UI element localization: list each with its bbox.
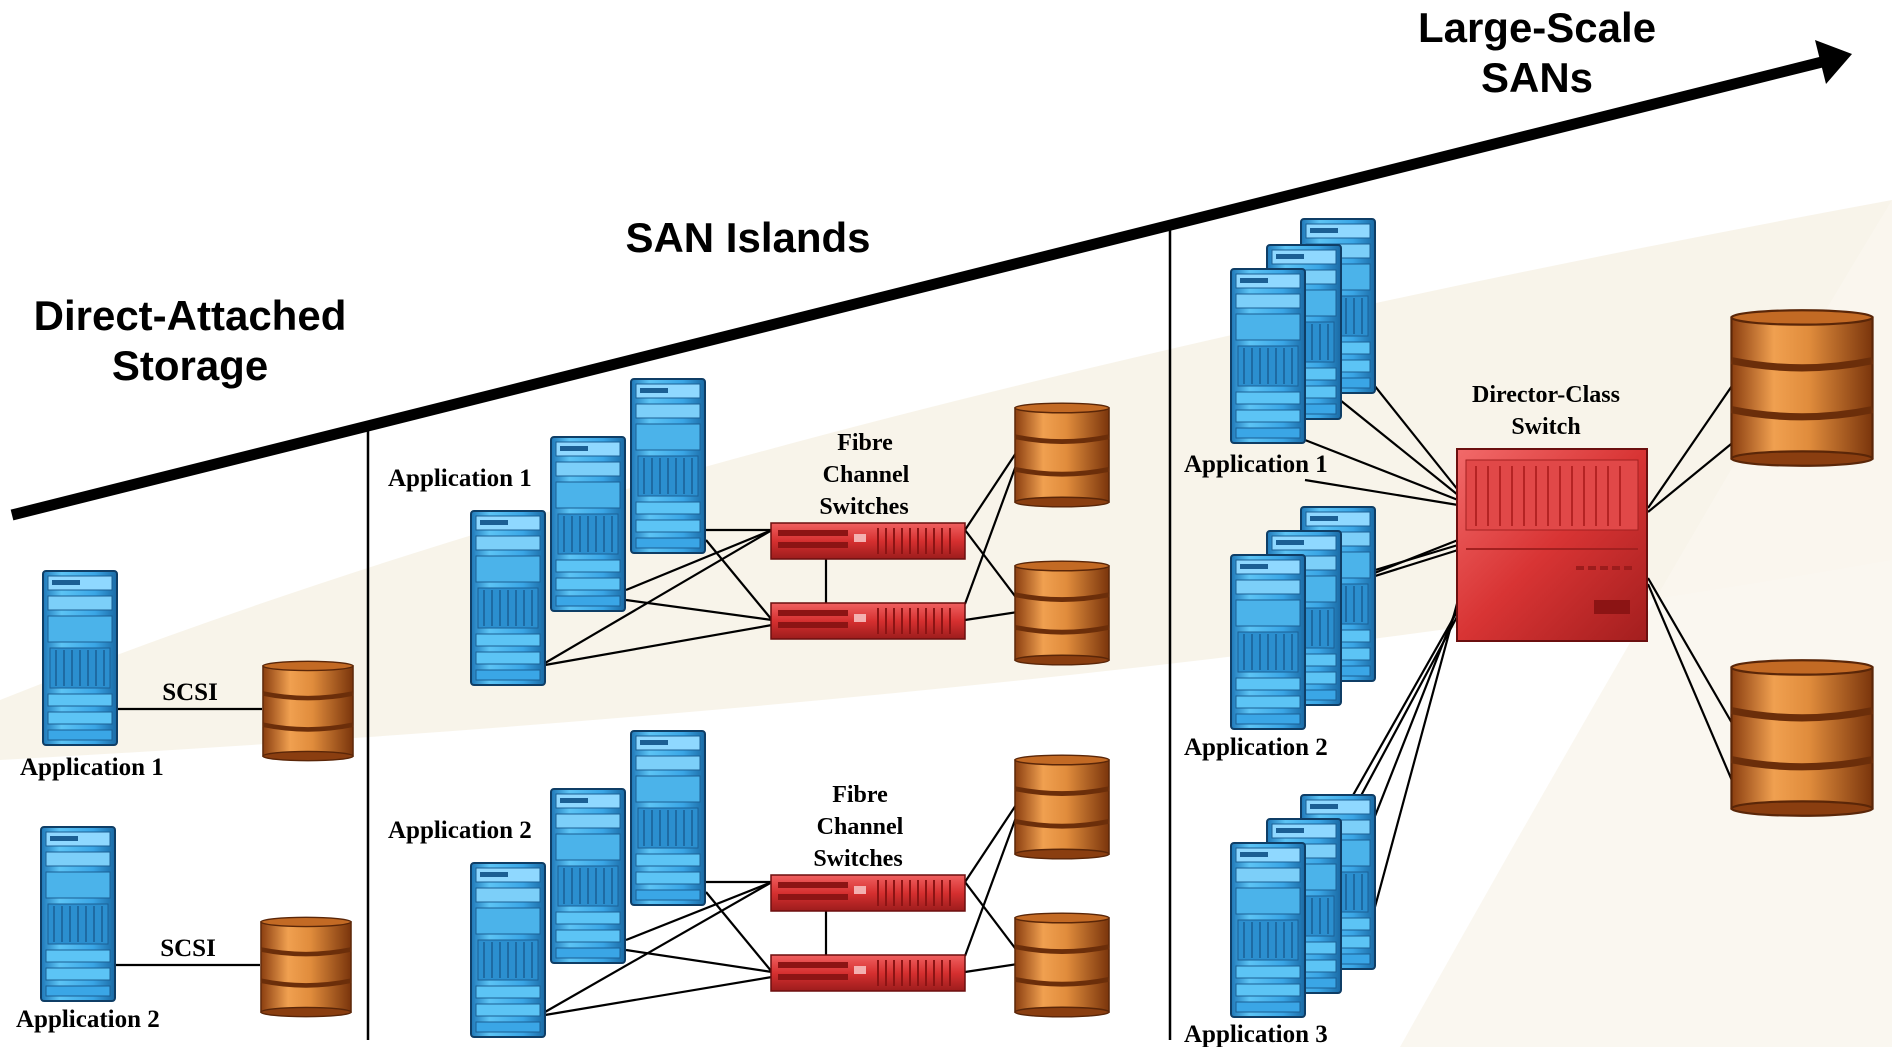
- title-large-line2: SANs: [1481, 54, 1593, 101]
- islands-bottom-server-1: [470, 862, 546, 1038]
- islands-top-disk-2: [1015, 561, 1109, 665]
- das-server-2: [40, 826, 116, 1002]
- islands-top-server-2: [550, 436, 626, 612]
- islands-bottom-switch-2: [770, 954, 966, 992]
- das-link-label-1: SCSI: [162, 679, 218, 706]
- large-san-section: Application 1 Application 2 Application …: [1184, 218, 1873, 1047]
- islands-bottom-switch-1: [770, 874, 966, 912]
- large-app3-server-1: [1230, 842, 1306, 1018]
- das-app1-label: Application 1: [20, 754, 164, 781]
- das-disk-1: [263, 661, 353, 760]
- islands-top-switch-label-2: Channel: [823, 462, 910, 488]
- evolution-arrow-line: [10, 54, 1832, 521]
- title-large-line1: Large-Scale: [1418, 4, 1656, 51]
- islands-top-switch-1: [770, 522, 966, 560]
- title-das-line2: Storage: [112, 342, 268, 389]
- evolution-arrow-head: [1815, 40, 1852, 84]
- large-app2-server-1: [1230, 554, 1306, 730]
- large-disk-1: [1731, 310, 1872, 466]
- islands-top-switch-label-3: Switches: [819, 494, 908, 520]
- islands-top-server-1: [470, 510, 546, 686]
- das-disk-2: [261, 917, 351, 1016]
- das-app2-label: Application 2: [16, 1006, 160, 1033]
- large-app1-label: Application 1: [1184, 451, 1328, 478]
- islands-bottom-server-2: [550, 788, 626, 964]
- islands-bottom-switch-label-1: Fibre: [832, 782, 888, 808]
- title-das-line1: Direct-Attached: [34, 292, 347, 339]
- das-section: SCSI SCSI Application 1 Application 2: [16, 570, 353, 1033]
- islands-top-switch-label-1: Fibre: [837, 430, 893, 456]
- islands-top-disk-1: [1015, 403, 1109, 507]
- das-server-1: [42, 570, 118, 746]
- large-app2-label: Application 2: [1184, 734, 1328, 761]
- islands-top: Application 1 Fibre Channel Switches: [388, 378, 1109, 686]
- director-label-line2: Switch: [1511, 414, 1580, 440]
- director-label-line1: Director-Class: [1472, 382, 1620, 408]
- islands-bottom-app-label: Application 2: [388, 817, 532, 844]
- title-san-islands: SAN Islands: [625, 214, 870, 261]
- large-app1-server-1: [1230, 268, 1306, 444]
- islands-top-app-label: Application 1: [388, 465, 532, 492]
- islands-top-switch-2: [770, 602, 966, 640]
- das-link-label-2: SCSI: [160, 935, 216, 962]
- islands-bottom: Application 2 Fibre Channel Switches: [388, 730, 1109, 1038]
- director-class-switch: [1456, 448, 1648, 642]
- large-disk-2: [1731, 660, 1872, 816]
- large-app3-label: Application 3: [1184, 1021, 1328, 1047]
- islands-bottom-disk-1: [1015, 755, 1109, 859]
- islands-bottom-server-3: [630, 730, 706, 906]
- islands-bottom-switch-label-2: Channel: [817, 814, 904, 840]
- islands-top-server-3: [630, 378, 706, 554]
- islands-bottom-switch-label-3: Switches: [813, 846, 902, 872]
- islands-bottom-disk-2: [1015, 913, 1109, 1017]
